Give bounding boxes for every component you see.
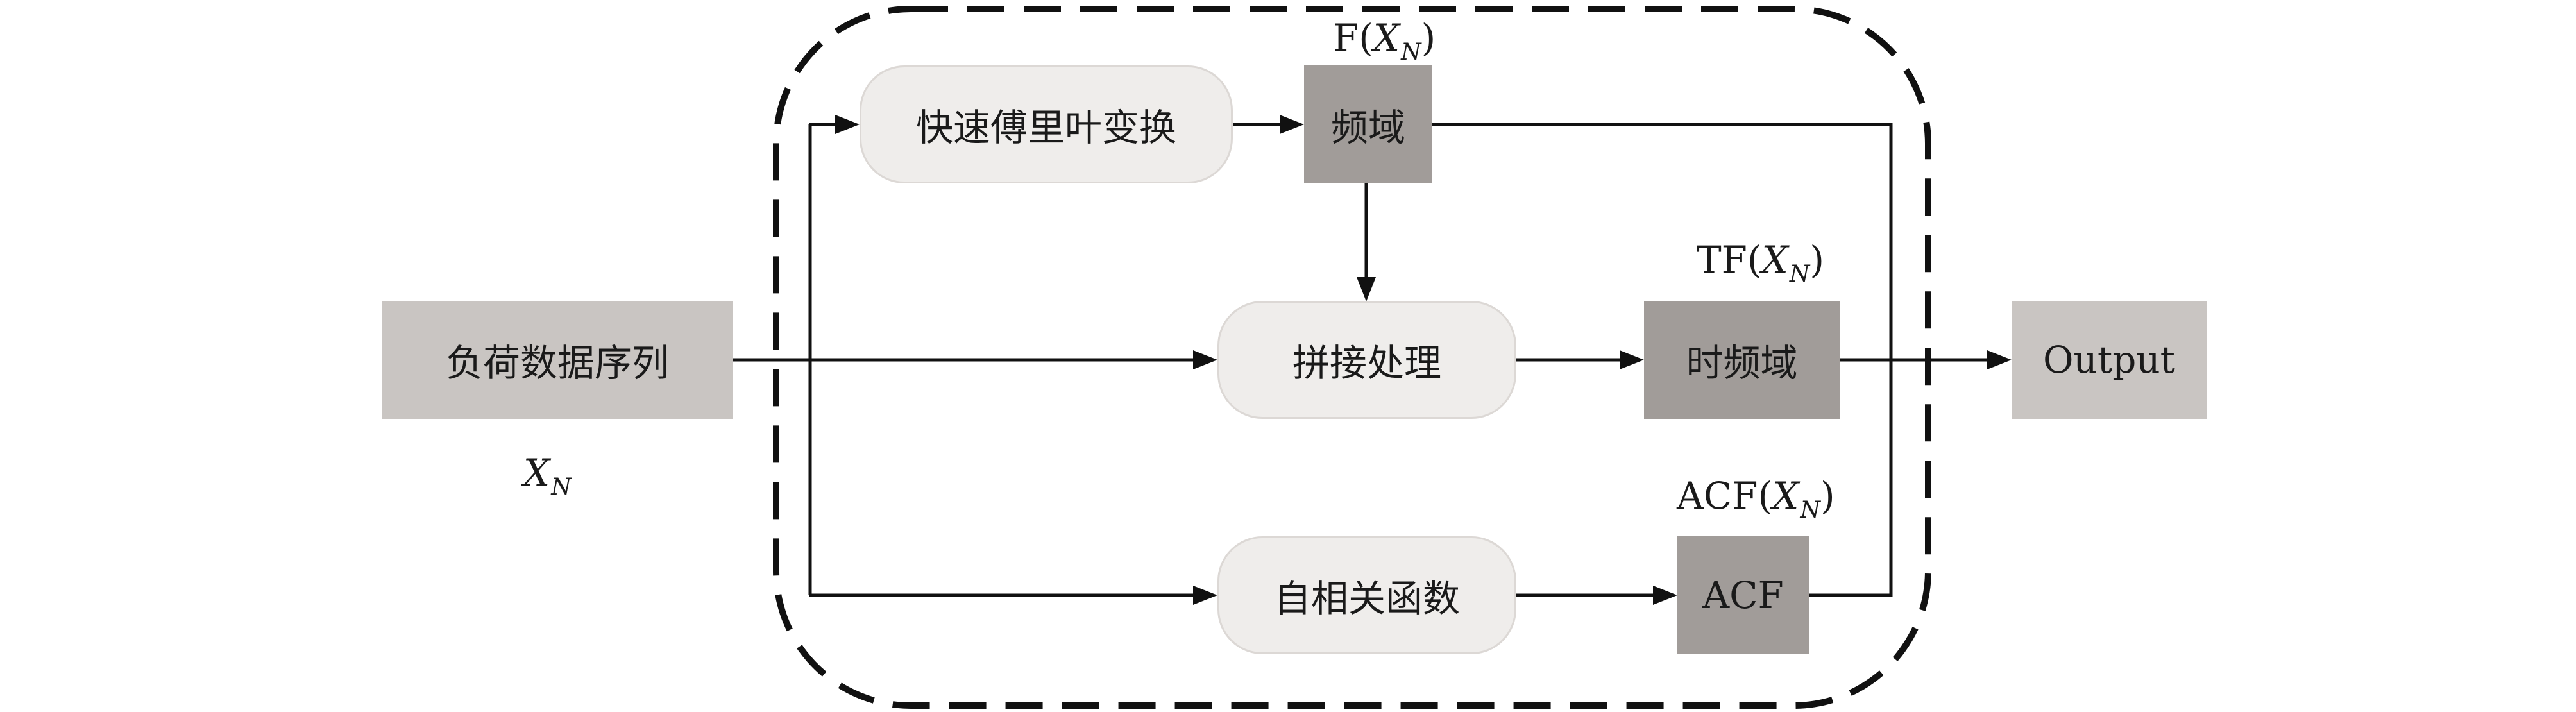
output-box-label: Output	[2042, 338, 2175, 382]
acf-tag-sub: N	[1800, 497, 1820, 523]
timefreq-tag-sub: N	[1789, 261, 1810, 287]
acf-box-label: ACF	[1702, 573, 1784, 617]
arrow-into-concat	[1193, 350, 1217, 369]
timefreq-tag-prefix: TF(	[1697, 238, 1762, 282]
process-fft-label: 快速傅里叶变换	[915, 106, 1176, 149]
input-symbol-label: XN	[523, 454, 572, 499]
module-dashed-boundary	[773, 6, 1931, 709]
process-concat-label: 拼接处理	[1292, 341, 1441, 385]
input-symbol-base: X	[523, 451, 550, 495]
arrow-into-concat-top	[1357, 277, 1376, 301]
freq-tag-suffix: )	[1421, 16, 1436, 60]
arrow-into-fft	[835, 115, 860, 134]
process-autocorr-label: 自相关函数	[1273, 577, 1460, 620]
arrow-into-output	[1987, 350, 2012, 369]
arrow-into-timefreq	[1620, 350, 1644, 369]
input-symbol-sub: N	[551, 474, 572, 500]
freq-tag-sub: N	[1401, 39, 1421, 65]
acf-tag-suffix: )	[1820, 474, 1835, 518]
process-fft-box: 快速傅里叶变换	[860, 65, 1233, 183]
timefreq-tag-base: X	[1761, 238, 1788, 282]
process-autocorr-box: 自相关函数	[1217, 536, 1516, 654]
timefreq-domain-tag: TF(XN)	[1697, 241, 1824, 286]
process-concat-box: 拼接处理	[1217, 301, 1516, 419]
timefreq-tag-suffix: )	[1809, 238, 1824, 282]
acf-tag-base: X	[1772, 474, 1799, 518]
acf-tag: ACF(XN)	[1677, 477, 1835, 522]
freq-domain-label: 频域	[1330, 106, 1405, 149]
timefreq-domain-label: 时频域	[1686, 341, 1798, 385]
acf-box: ACF	[1677, 536, 1809, 654]
acf-tag-prefix: ACF(	[1677, 474, 1773, 518]
input-box-label: 负荷数据序列	[445, 341, 669, 385]
arrow-into-freq	[1280, 115, 1304, 134]
arrow-into-autocorr	[1193, 586, 1217, 605]
output-box: Output	[2012, 301, 2207, 419]
input-load-sequence-box: 负荷数据序列	[382, 301, 733, 419]
timefreq-domain-box: 时频域	[1644, 301, 1840, 419]
freq-tag-base: X	[1373, 16, 1400, 60]
freq-domain-tag: F(XN)	[1333, 19, 1436, 64]
freq-domain-box: 频域	[1304, 65, 1432, 183]
freq-tag-prefix: F(	[1333, 16, 1373, 60]
arrow-into-acf	[1653, 586, 1677, 605]
